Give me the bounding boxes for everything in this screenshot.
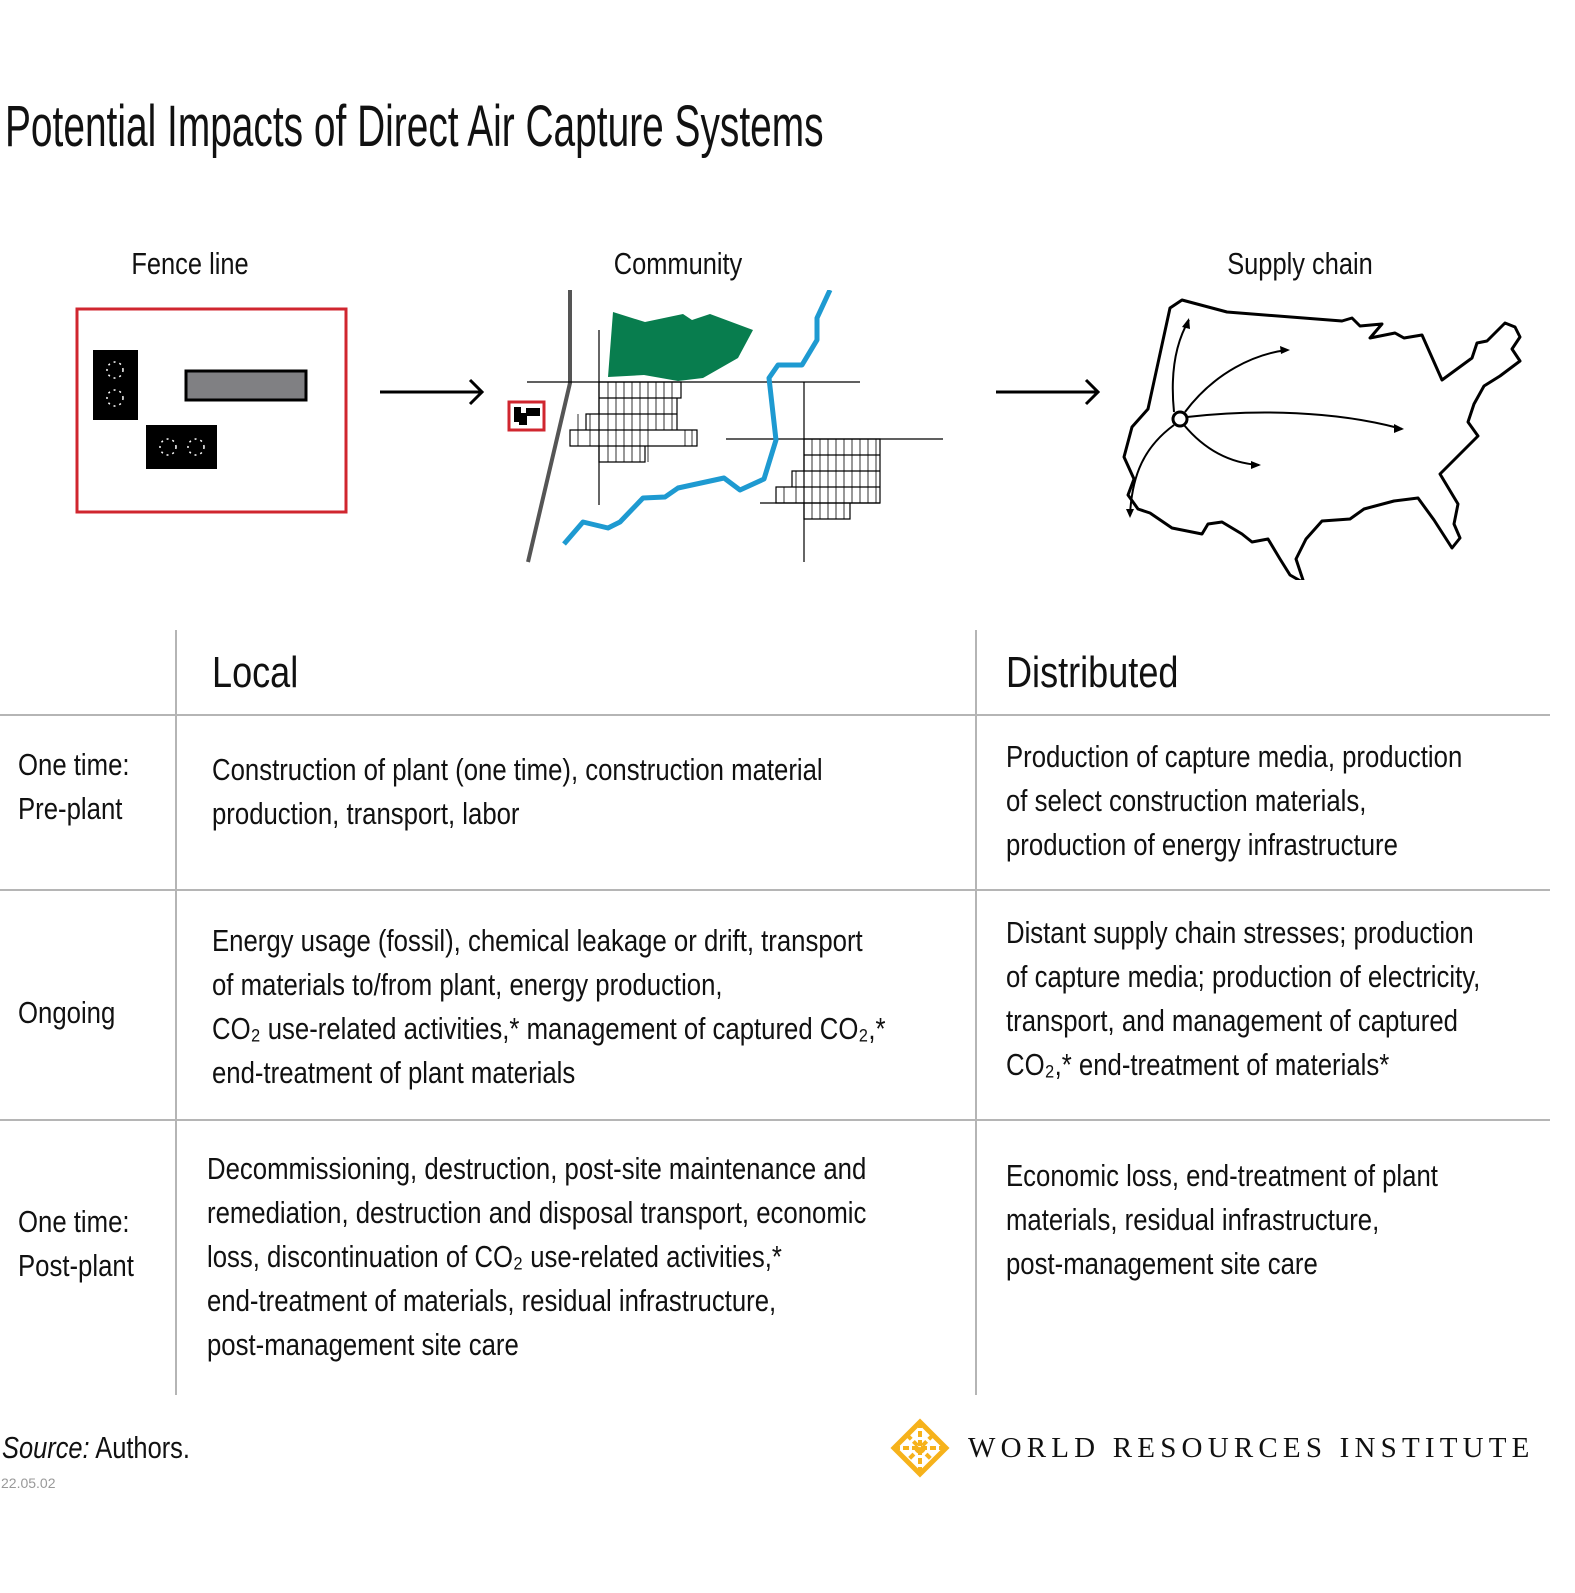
cell-line: Economic loss, end-treatment of plant	[1006, 1158, 1438, 1193]
source-note: Source: Authors.	[2, 1430, 190, 1466]
wri-logo-icon	[890, 1418, 950, 1478]
cell-line: CO₂ use-related activities,* management …	[212, 1011, 886, 1046]
cell-line: CO₂,* end-treatment of materials*	[1006, 1047, 1390, 1082]
row-label-post-plant: One time: Post-plant	[18, 1200, 158, 1288]
row-label-line: Pre-plant	[18, 791, 123, 826]
fence-line-icon	[75, 307, 348, 514]
source-label: Source:	[2, 1430, 90, 1465]
impact-diagram	[75, 290, 1522, 580]
cell-local-post-plant: Decommissioning, destruction, post-site …	[207, 1147, 1001, 1367]
arrow-right-icon	[380, 378, 485, 406]
cell-distributed-pre-plant: Production of capture media, production …	[1006, 735, 1556, 867]
us-supply-chain-map-icon	[1122, 298, 1522, 580]
cell-line: production of energy infrastructure	[1006, 827, 1398, 862]
date-stamp: 22.05.02	[1, 1475, 56, 1491]
cell-line: Distant supply chain stresses; productio…	[1006, 915, 1474, 950]
cell-local-ongoing: Energy usage (fossil), chemical leakage …	[212, 919, 1024, 1095]
source-value: Authors.	[89, 1430, 190, 1465]
row-label-line: One time:	[18, 1204, 130, 1239]
cell-line: end-treatment of plant materials	[212, 1055, 576, 1090]
cell-line: production, transport, labor	[212, 796, 520, 831]
cell-line: loss, discontinuation of CO₂ use-related…	[207, 1239, 782, 1274]
arrow-right-icon	[996, 378, 1101, 406]
column-divider	[175, 630, 177, 1395]
cell-line: remediation, destruction and disposal tr…	[207, 1195, 867, 1230]
cell-local-pre-plant: Construction of plant (one time), constr…	[212, 748, 948, 836]
column-header-distributed: Distributed	[1006, 648, 1179, 697]
row-divider	[0, 1119, 1550, 1121]
cell-distributed-post-plant: Economic loss, end-treatment of plant ma…	[1006, 1154, 1526, 1286]
cell-line: of materials to/from plant, energy produ…	[212, 967, 723, 1002]
row-label-line: Ongoing	[18, 995, 116, 1030]
row-label-ongoing: Ongoing	[18, 991, 135, 1035]
column-divider	[975, 630, 977, 1395]
cell-line: of select construction materials,	[1006, 783, 1367, 818]
cell-line: of capture media; production of electric…	[1006, 959, 1481, 994]
section-label-community: Community	[613, 246, 743, 281]
row-label-pre-plant: One time: Pre-plant	[18, 743, 152, 831]
cell-line: transport, and management of captured	[1006, 1003, 1458, 1038]
column-header-local: Local	[212, 648, 299, 697]
cell-distributed-ongoing: Distant supply chain stresses; productio…	[1006, 911, 1575, 1087]
community-map-icon	[507, 290, 943, 563]
cell-line: Construction of plant (one time), constr…	[212, 752, 823, 787]
page-title: Potential Impacts of Direct Air Capture …	[5, 94, 824, 159]
section-label-fence-line: Fence line	[131, 246, 249, 281]
row-label-line: Post-plant	[18, 1248, 134, 1283]
cell-line: end-treatment of materials, residual inf…	[207, 1283, 777, 1318]
row-divider	[0, 714, 1550, 716]
cell-line: post-management site care	[1006, 1246, 1318, 1281]
cell-line: Decommissioning, destruction, post-site …	[207, 1151, 867, 1186]
cell-line: materials, residual infrastructure,	[1006, 1202, 1380, 1237]
row-divider	[0, 889, 1550, 891]
wri-logo-text: WORLD RESOURCES INSTITUTE	[968, 1432, 1535, 1464]
cell-line: Production of capture media, production	[1006, 739, 1463, 774]
section-label-supply-chain: Supply chain	[1227, 246, 1373, 281]
cell-line: post-management site care	[207, 1327, 519, 1362]
row-label-line: One time:	[18, 747, 130, 782]
cell-line: Energy usage (fossil), chemical leakage …	[212, 923, 863, 958]
